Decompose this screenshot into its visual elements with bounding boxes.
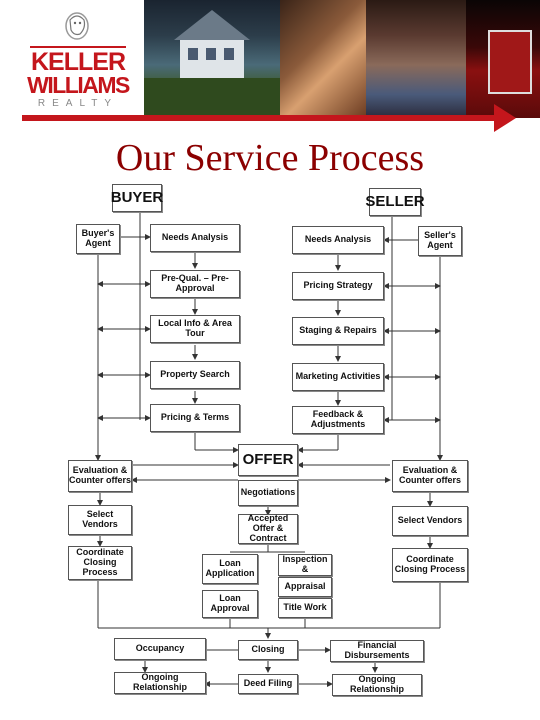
- buyer-coordinate-closing: Coordinate Closing Process: [68, 546, 132, 580]
- sign-photo: [466, 0, 540, 118]
- accepted-offer-box: Accepted Offer & Contract: [238, 513, 298, 544]
- seller-evaluation: Evaluation & Counter offers: [392, 460, 468, 492]
- logo: KELLER WILLIAMS REALTY: [26, 8, 136, 113]
- seller-select-vendors: Select Vendors: [392, 506, 468, 536]
- buyer-select-vendors: Select Vendors: [68, 505, 132, 535]
- buyer-step-local-info: Local Info & Area Tour: [150, 315, 240, 343]
- inspection-box: Inspection &: [278, 554, 332, 576]
- family-photo: [280, 0, 366, 118]
- buyer-evaluation: Evaluation & Counter offers: [68, 460, 132, 492]
- buyer-step-pricing-terms: Pricing & Terms: [150, 404, 240, 432]
- seller-step-pricing-strategy: Pricing Strategy: [292, 272, 384, 300]
- buyer-step-needs-analysis: Needs Analysis: [150, 224, 240, 252]
- lion-emblem-icon: [65, 12, 89, 40]
- deed-filing-box: Deed Filing: [238, 674, 298, 694]
- closing-box: Closing: [238, 640, 298, 660]
- logo-text-williams: WILLIAMS: [27, 72, 130, 98]
- seller-header: SELLER: [365, 188, 425, 216]
- loan-application-box: Loan Application: [202, 554, 258, 584]
- negotiations-box: Negotiations: [238, 480, 298, 506]
- sellers-agent: Seller's Agent: [418, 226, 462, 256]
- logo-line: [30, 46, 126, 48]
- buyer-header: BUYER: [111, 184, 163, 212]
- ongoing-relationship-right: Ongoing Relationship: [332, 674, 422, 696]
- buyers-agent: Buyer's Agent: [76, 224, 120, 254]
- header-arrow-icon: [494, 104, 516, 132]
- logo-text-realty: REALTY: [37, 98, 119, 109]
- header-divider: [22, 115, 500, 121]
- family-group-photo: [366, 0, 466, 118]
- ongoing-relationship-left: Ongoing Relationship: [114, 672, 206, 694]
- logo-text-keller: KELLER: [31, 48, 126, 76]
- buyer-step-prequal: Pre-Qual. – Pre-Approval: [150, 270, 240, 298]
- seller-step-staging-repairs: Staging & Repairs: [292, 317, 384, 345]
- page-title: Our Service Process: [115, 137, 425, 179]
- seller-step-feedback: Feedback & Adjustments: [292, 406, 384, 434]
- house-photo: [144, 0, 280, 118]
- financial-disbursements-box: Financial Disbursements: [330, 640, 424, 662]
- seller-coordinate-closing: Coordinate Closing Process: [392, 548, 468, 582]
- offer-box: OFFER: [238, 444, 298, 476]
- appraisal-box: Appraisal: [278, 577, 332, 597]
- title-work-box: Title Work: [278, 598, 332, 618]
- buyer-step-property-search: Property Search: [150, 361, 240, 389]
- seller-step-marketing: Marketing Activities: [292, 363, 384, 391]
- seller-step-needs-analysis: Needs Analysis: [292, 226, 384, 254]
- loan-approval-box: Loan Approval: [202, 590, 258, 618]
- occupancy-box: Occupancy: [114, 638, 206, 660]
- header-photo-strip: [144, 0, 540, 118]
